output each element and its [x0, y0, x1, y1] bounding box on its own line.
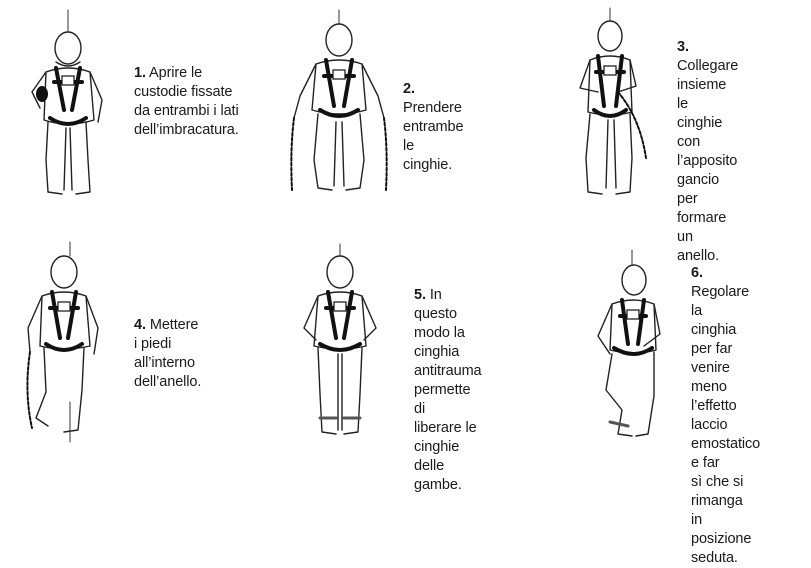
step-5-caption: 5. In questo modo la cinghia antitrauma … [414, 287, 482, 493]
harness-person-stepping-into-loop-icon [14, 241, 114, 443]
step-1-caption: 1. Aprire le custodie fissate da entramb… [134, 65, 239, 138]
harness-person-standing-in-loop-icon [290, 243, 390, 444]
step-2-caption: 2. Prendere entrambe le cinghie. [403, 81, 464, 173]
harness-person-connecting-straps-icon [570, 7, 660, 208]
harness-person-adjusting-seated-icon [588, 249, 678, 443]
step-6-caption: 6. Regolare la cinghia per far venire me… [691, 265, 761, 566]
step-4-caption: 4. Mettere i piedi all’interno dell’anel… [134, 317, 202, 390]
harness-person-opening-pouch-icon [18, 9, 118, 210]
harness-person-holding-straps-icon [284, 9, 394, 205]
step-3-caption: 3. Collegare insieme le cinghie con l’ap… [677, 39, 739, 264]
